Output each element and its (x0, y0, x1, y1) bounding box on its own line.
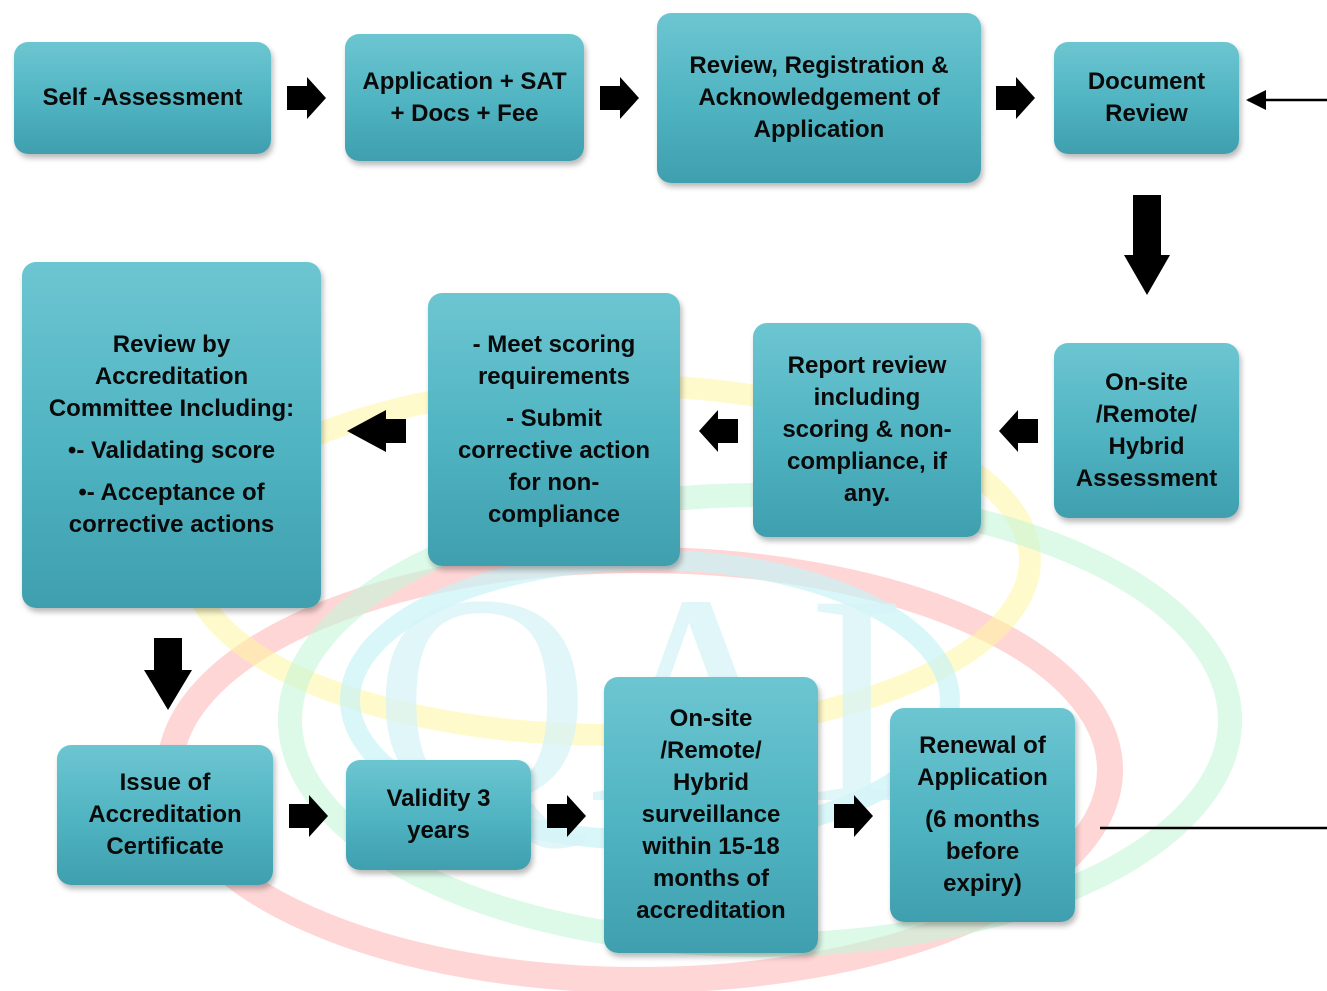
step-label-line: Application + SAT (362, 67, 567, 95)
step-label-line: /Remote/ (1095, 400, 1198, 428)
step-label-line: Committee Including: (48, 395, 295, 422)
step-label-line: Certificate (106, 833, 224, 860)
step-validity: Validity 3 years (346, 760, 531, 870)
step-label-line: Issue of (119, 769, 211, 796)
step-self-assessment: Self -Assessment (14, 42, 271, 154)
step-label-line: (6 months (925, 806, 1040, 833)
step-label-line: Accreditation (94, 363, 249, 390)
step-surveillance: On-site/Remote/Hybrid surveillance within … (604, 677, 818, 953)
arrow-down-2 (144, 638, 192, 710)
step-requirements: - Meet scoring requirements - Submit correc… (428, 293, 680, 566)
step-label-line: corrective action (457, 436, 651, 464)
step-label-line: Review (1105, 100, 1188, 127)
arrow-down-1 (1124, 195, 1170, 295)
step-label-line: Self -Assessment (42, 84, 243, 111)
step-label-line: •- Validating score (67, 437, 276, 464)
step-application: Application + SAT + Docs + Fee (345, 34, 584, 161)
arrow-left-1 (999, 410, 1038, 452)
step-label-line: within 15-18 (642, 833, 780, 860)
arrow-right-3 (996, 77, 1035, 119)
step-label-line: On-site (1105, 368, 1188, 396)
step-label-line: requirements (477, 362, 631, 390)
step-label-line: expiry) (943, 870, 1022, 897)
step-label-line: /Remote/ (660, 737, 762, 764)
step-label-line: accreditation (636, 897, 786, 924)
step-label-line: surveillance (641, 801, 781, 828)
step-label-line: scoring & non- (782, 416, 952, 443)
step-label-line: Review by (112, 331, 231, 358)
step-label-line: before (945, 838, 1020, 865)
step-renewal: Renewal of Application (6 months before expi… (890, 708, 1075, 922)
step-label-line: On-site (669, 705, 753, 732)
step-label-line: •- Acceptance of (78, 479, 265, 506)
step-label-line: corrective actions (68, 511, 275, 538)
step-label-line: Renewal of (919, 732, 1046, 759)
arrow-left-3 (347, 410, 406, 452)
step-label-line: Accreditation (88, 801, 242, 828)
step-label-line: - Submit (506, 404, 602, 432)
step-label-line: Application (917, 764, 1048, 791)
step-review-registration: Review, Registration & Acknowledgement of… (657, 13, 981, 183)
step-label-line: Application (753, 116, 885, 143)
step-label-line: compliance (487, 500, 621, 528)
arrow-left-2 (699, 410, 738, 452)
step-label-line: Hybrid (672, 769, 749, 796)
step-label-line: including (813, 384, 921, 411)
step-label-line: Document (1087, 68, 1206, 95)
step-label-line: Acknowledgement of (698, 84, 940, 111)
arrow-right-4 (289, 795, 328, 837)
step-label-line: months of (653, 865, 769, 892)
step-label-line: - Meet scoring (472, 330, 636, 358)
arrow-right-1 (287, 77, 326, 119)
step-label-line: Hybrid (1108, 432, 1185, 460)
arrow-right-2 (600, 77, 639, 119)
arrow-right-6 (834, 795, 873, 837)
step-label-line: Validity 3 (386, 785, 491, 812)
arrow-right-5 (547, 795, 586, 837)
step-label-line: Review, Registration & (689, 52, 949, 79)
step-label-line: + Docs + Fee (390, 99, 539, 127)
step-label-line: for non- (508, 468, 600, 496)
step-label-line: Assessment (1075, 464, 1218, 492)
step-label-line: Report review (787, 352, 947, 379)
step-label-line: compliance, if (786, 448, 948, 475)
step-label-line: any. (843, 480, 891, 507)
step-report-review: Report review including scoring & non-comp… (753, 323, 981, 537)
step-label-line: years (407, 817, 470, 844)
